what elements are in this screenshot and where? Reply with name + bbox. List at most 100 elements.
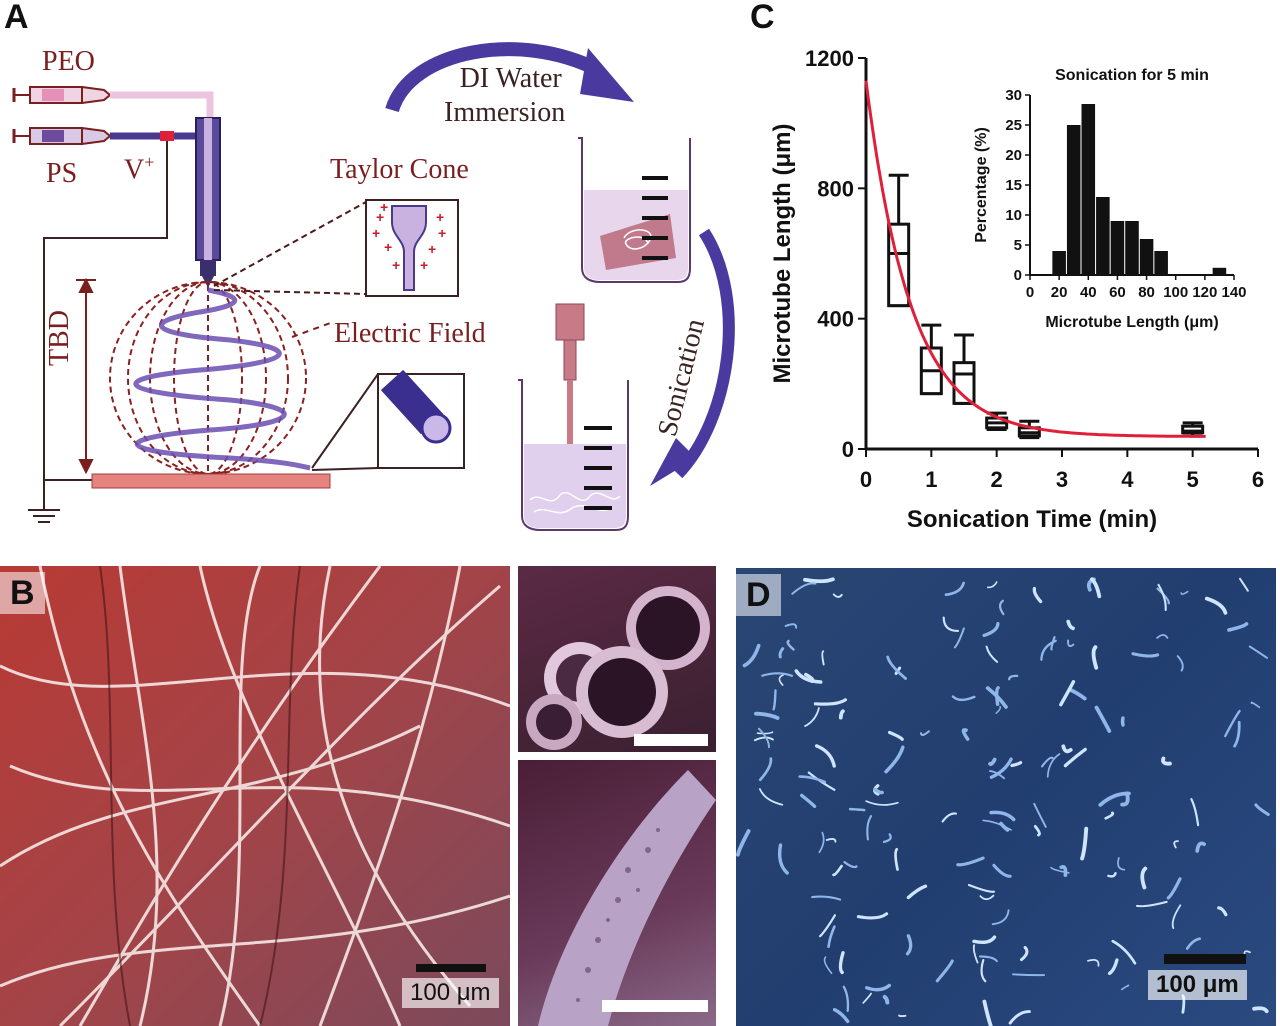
peo-syringe [12, 85, 214, 120]
microtube-fragment [821, 650, 825, 666]
fit-curve [864, 80, 1206, 438]
microtube-fragment [1050, 636, 1056, 651]
sonication-arrow [650, 228, 735, 486]
histogram-bar [1212, 267, 1227, 275]
x-tick-label: 3 [1056, 467, 1068, 492]
microtube-fragment [991, 909, 1010, 926]
y-axis-label: Microtube Length (μm) [769, 124, 796, 384]
panel-a-letter: A [4, 0, 29, 36]
panel-b-letter: B [0, 572, 45, 614]
microtube-fragment [1067, 639, 1075, 648]
microtube-fragment [1120, 984, 1130, 991]
microtube-fragment [794, 669, 823, 684]
microtube-fragment [994, 686, 1000, 706]
x-tick-label: 1 [925, 467, 937, 492]
microtube-fragment [979, 894, 995, 901]
box-1.5 [952, 333, 976, 405]
microtube-fragment [856, 912, 889, 920]
svg-text:+: + [428, 241, 436, 257]
svg-text:+: + [372, 225, 380, 241]
x-tick-label: 5 [1187, 467, 1199, 492]
taylor-cone-inset: +++ +++ +++ [213, 199, 459, 297]
inset-y-tick-label: 5 [1014, 237, 1022, 254]
x-tick-label: 0 [860, 467, 872, 492]
microtube-fragment [1107, 958, 1119, 976]
histogram-bar [1066, 125, 1081, 275]
microtube-fragments [736, 577, 1270, 1026]
microtube-fragment [982, 819, 1012, 831]
electrospinning-schematic: +++ +++ +++ [12, 42, 735, 531]
microtube-fragment [843, 861, 858, 869]
microtube-fragment [862, 992, 872, 1004]
microtube-fragment [1091, 645, 1099, 670]
inset-x-tick-label: 0 [1026, 284, 1034, 301]
microtube-fragment [884, 745, 905, 774]
y-tick-label: 0 [842, 437, 854, 462]
microtube-fragment [784, 623, 798, 629]
y-tick-label: 400 [817, 307, 854, 332]
y-tick-label: 800 [817, 176, 854, 201]
svg-text:+: + [376, 209, 384, 225]
microtube-fragment [988, 757, 997, 766]
microtube-fragment [838, 951, 845, 975]
immersion-arrow [385, 42, 634, 113]
histogram-bar [1110, 221, 1125, 275]
microtube-fragment [865, 800, 899, 806]
microtube-fragment [791, 582, 817, 595]
microtube-fragment [753, 736, 774, 742]
microtube-fragment [1157, 583, 1167, 612]
microtube-fragment [777, 843, 789, 875]
microtube-fragment [827, 925, 836, 948]
microtube-fragment [818, 831, 825, 854]
microtube-fragment [1217, 906, 1228, 917]
microtube-fragment [798, 775, 827, 784]
histogram-bar [1096, 197, 1110, 275]
microtube-fragment [887, 730, 904, 741]
microtube-fragment [919, 730, 930, 737]
box-5 [1181, 421, 1205, 438]
microtube-fragment [961, 728, 970, 741]
microtube-fragment [1117, 857, 1126, 871]
panel-c-letter: C [750, 0, 775, 36]
microtube-fragment [944, 581, 965, 597]
inset-x-axis-label: Microtube Length (μm) [1045, 314, 1218, 331]
panel-d-scalebar [1164, 954, 1246, 964]
microtube-fragment [823, 956, 833, 975]
microtube-fragment [1156, 587, 1170, 605]
microtube-fragment [1227, 622, 1249, 632]
ps-syringe [12, 126, 196, 146]
microtube-fragment [736, 829, 751, 857]
microtube-fragment [1046, 753, 1061, 778]
histogram-bar [1154, 251, 1168, 275]
microtube-fragment [1087, 959, 1100, 967]
microtube-fragment [953, 627, 965, 649]
microtube-fragment [819, 914, 836, 938]
panel-d-scalebar-label: 100 μm [1148, 970, 1247, 1000]
microtube-fragment [754, 711, 780, 720]
histogram-bar [1081, 104, 1096, 275]
microtube-fragment [1010, 761, 1023, 768]
tbd-label: TBD [44, 310, 75, 366]
microtube-fragment [1136, 900, 1168, 908]
tbd-dimension-arrow [76, 277, 96, 475]
panel-d-letter: D [736, 574, 781, 616]
microtube-fragment [992, 863, 1012, 878]
fiber-mesh [0, 566, 510, 1026]
voltage-sign: + [144, 152, 155, 172]
microtube-fragment [1063, 747, 1087, 768]
microtube-fragment [1098, 791, 1131, 807]
microtube-fragment [772, 689, 777, 711]
y-tick-label: 1200 [805, 46, 854, 71]
microtube-fragment [800, 793, 817, 809]
microtube-fragment [1166, 877, 1182, 900]
microtube-fragment [1059, 865, 1068, 877]
microtube-fragment [1233, 720, 1241, 748]
di-water-line2: Immersion [444, 96, 566, 128]
histogram-bar [1125, 221, 1139, 275]
microtube-fragment [756, 731, 774, 735]
svg-text:+: + [438, 225, 446, 241]
inset-x-tick-label: 80 [1138, 284, 1155, 301]
microtube-fragment [1131, 652, 1160, 658]
microtube-fragment [811, 895, 842, 901]
microtube-fragment [1161, 756, 1172, 766]
